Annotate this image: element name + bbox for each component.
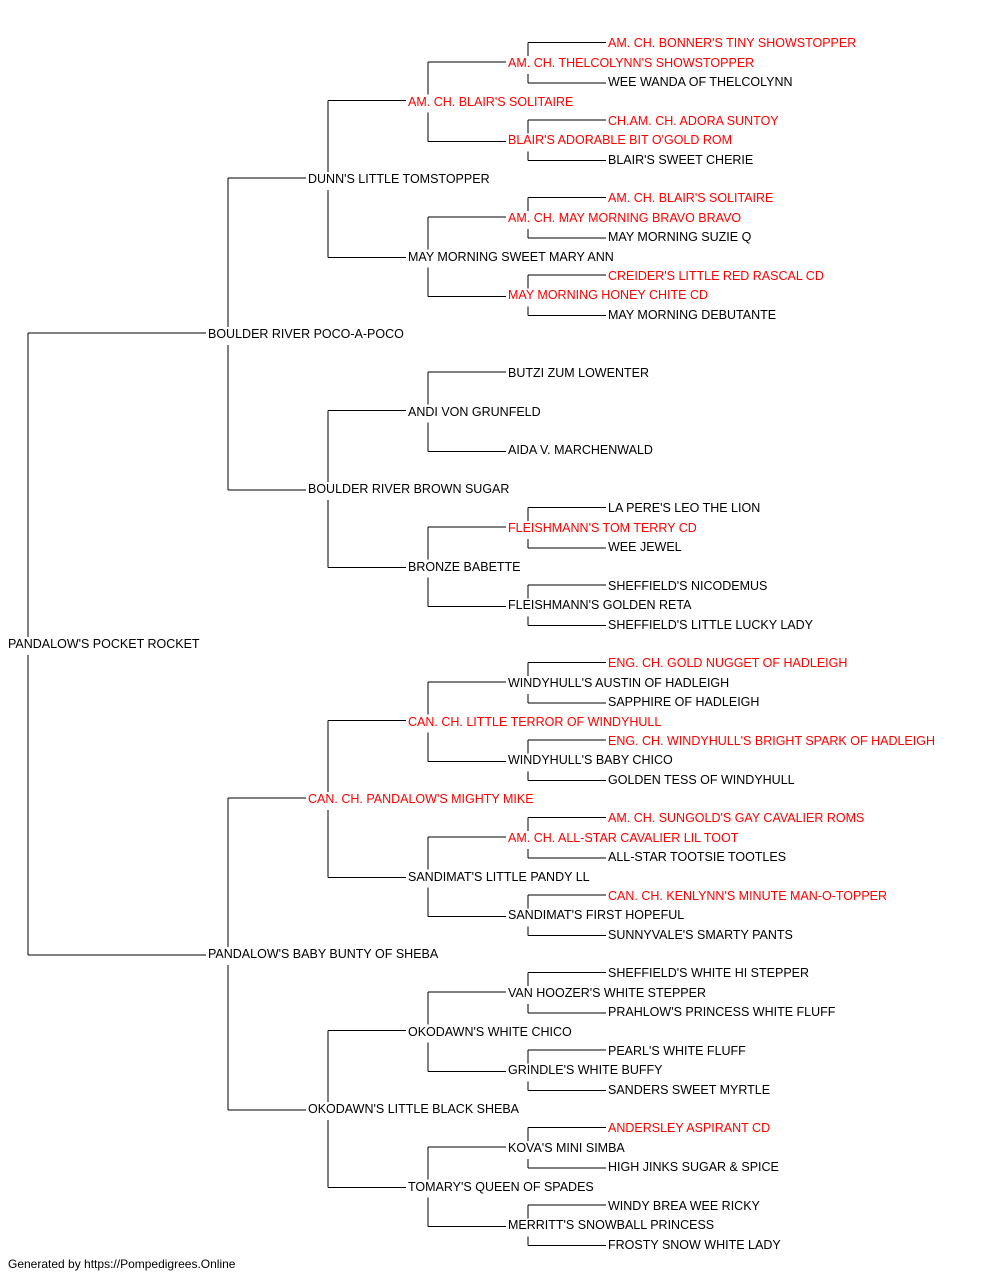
pedigree-entry: CREIDER'S LITTLE RED RASCAL CD xyxy=(608,268,824,283)
pedigree-entry: GRINDLE'S WHITE BUFFY xyxy=(508,1063,663,1078)
pedigree-entry: SHEFFIELD'S NICODEMUS xyxy=(608,578,768,593)
pedigree-entry: TOMARY'S QUEEN OF SPADES xyxy=(408,1179,594,1194)
pedigree-entry: AM. CH. BONNER'S TINY SHOWSTOPPER xyxy=(608,36,857,51)
pedigree-entry: ANDI VON GRUNFELD xyxy=(408,404,541,419)
pedigree-entry: ANDERSLEY ASPIRANT CD xyxy=(608,1121,771,1136)
pedigree-entry: FROSTY SNOW WHITE LADY xyxy=(608,1237,781,1252)
pedigree-entry: WINDY BREA WEE RICKY xyxy=(608,1198,760,1213)
pedigree-entry: ALL-STAR TOOTSIE TOOTLES xyxy=(608,850,787,865)
pedigree-entry: AM. CH. SUNGOLD'S GAY CAVALIER ROMS xyxy=(608,811,865,826)
pedigree-entry: WEE JEWEL xyxy=(608,540,682,555)
pedigree-entry: BUTZI ZUM LOWENTER xyxy=(508,365,649,380)
pedigree-entry: SHEFFIELD'S LITTLE LUCKY LADY xyxy=(608,617,813,632)
pedigree-entry: AIDA V. MARCHENWALD xyxy=(508,443,653,458)
pedigree-entry: OKODAWN'S WHITE CHICO xyxy=(408,1024,572,1039)
pedigree-entry: HIGH JINKS SUGAR & SPICE xyxy=(608,1160,779,1175)
pedigree-entry: MERRITT'S SNOWBALL PRINCESS xyxy=(508,1218,715,1233)
pedigree-entry: WINDYHULL'S AUSTIN OF HADLEIGH xyxy=(508,675,730,690)
pedigree-entry: ENG. CH. GOLD NUGGET OF HADLEIGH xyxy=(608,656,848,671)
pedigree-entry: ENG. CH. WINDYHULL'S BRIGHT SPARK OF HAD… xyxy=(608,733,935,748)
pedigree-entry: AM. CH. MAY MORNING BRAVO BRAVO xyxy=(508,210,742,225)
pedigree-entry: OKODAWN'S LITTLE BLACK SHEBA xyxy=(308,1102,520,1116)
pedigree-entry: CAN. CH. LITTLE TERROR OF WINDYHULL xyxy=(408,714,662,729)
pedigree-entry: CAN. CH. PANDALOW'S MIGHTY MIKE xyxy=(308,792,534,806)
pedigree-entry: BRONZE BABETTE xyxy=(408,559,521,574)
pedigree-entry: AM. CH. BLAIR'S SOLITAIRE xyxy=(408,94,574,109)
pedigree-entry: DUNN'S LITTLE TOMSTOPPER xyxy=(308,172,490,186)
pedigree-entry: MAY MORNING HONEY CHITE CD xyxy=(508,288,709,303)
pedigree-entry: AM. CH. ALL-STAR CAVALIER LIL TOOT xyxy=(508,830,739,845)
pedigree-entry: LA PERE'S LEO THE LION xyxy=(608,501,761,516)
pedigree-entry: SHEFFIELD'S WHITE HI STEPPER xyxy=(608,966,810,981)
pedigree-entry: BLAIR'S ADORABLE BIT O'GOLD ROM xyxy=(508,133,733,148)
pedigree-entry: MAY MORNING SWEET MARY ANN xyxy=(408,249,614,264)
pedigree-entry: FLEISHMANN'S TOM TERRY CD xyxy=(508,520,697,535)
pedigree-entry: PANDALOW'S BABY BUNTY OF SHEBA xyxy=(208,947,439,961)
pedigree-entry: AM. CH. BLAIR'S SOLITAIRE xyxy=(608,191,774,206)
pedigree-entry: MAY MORNING DEBUTANTE xyxy=(608,307,777,322)
pedigree-entry: VAN HOOZER'S WHITE STEPPER xyxy=(508,985,707,1000)
pedigree-entry: BOULDER RIVER BROWN SUGAR xyxy=(308,482,510,496)
pedigree-entry: PANDALOW'S POCKET ROCKET xyxy=(8,637,200,651)
pedigree-entry: BOULDER RIVER POCO-A-POCO xyxy=(208,327,404,341)
pedigree-entry: CAN. CH. KENLYNN'S MINUTE MAN-O-TOPPER xyxy=(608,888,888,903)
pedigree-entry: SAPPHIRE OF HADLEIGH xyxy=(608,695,760,710)
pedigree-entry: AM. CH. THELCOLYNN'S SHOWSTOPPER xyxy=(508,55,755,70)
pedigree-entry: SANDIMAT'S LITTLE PANDY LL xyxy=(408,869,590,884)
pedigree-entry: GOLDEN TESS OF WINDYHULL xyxy=(608,772,795,787)
pedigree-entry: SANDERS SWEET MYRTLE xyxy=(608,1082,771,1097)
pedigree-entry: CH.AM. CH. ADORA SUNTOY xyxy=(608,113,779,128)
pedigree-entry: BLAIR'S SWEET CHERIE xyxy=(608,152,754,167)
pedigree-entry: SUNNYVALE'S SMARTY PANTS xyxy=(608,927,793,942)
pedigree-entry: KOVA'S MINI SIMBA xyxy=(508,1140,625,1155)
pedigree-entry: WEE WANDA OF THELCOLYNN xyxy=(608,75,793,90)
pedigree-entry: PRAHLOW'S PRINCESS WHITE FLUFF xyxy=(608,1005,836,1020)
pedigree-entry: SANDIMAT'S FIRST HOPEFUL xyxy=(508,908,685,923)
generated-by-footer: Generated by https://Pompedigrees.Online xyxy=(8,1257,236,1271)
pedigree-entry: PEARL'S WHITE FLUFF xyxy=(608,1043,746,1058)
pedigree-entry: FLEISHMANN'S GOLDEN RETA xyxy=(508,598,692,613)
pedigree-entry: MAY MORNING SUZIE Q xyxy=(608,230,752,245)
pedigree-entry: WINDYHULL'S BABY CHICO xyxy=(508,753,673,768)
